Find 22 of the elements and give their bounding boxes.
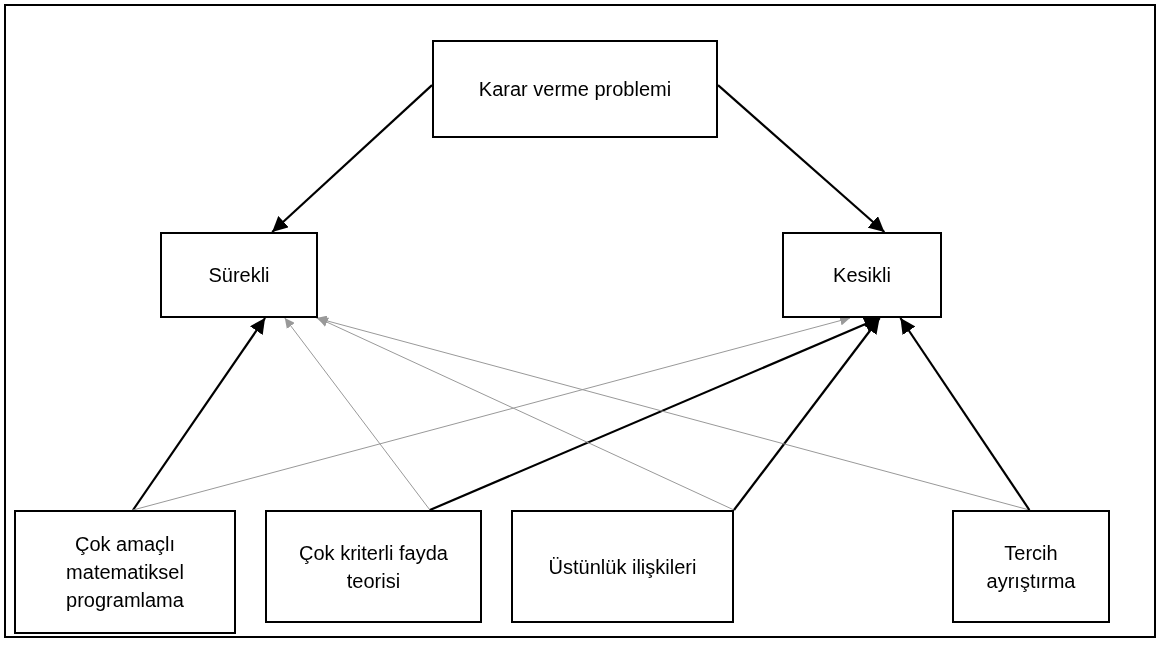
arrow: [284, 317, 431, 511]
process-box: [265, 510, 482, 623]
arrow: [315, 315, 1030, 511]
node-label: Çok kriterli fayda teorisi: [298, 540, 449, 594]
node-label: Üstünlük ilişkileri: [548, 554, 697, 580]
process-box: [952, 510, 1110, 623]
node-label: Karar verme problemi: [478, 77, 672, 102]
node-label: Kesikli: [833, 263, 891, 288]
arrow: [717, 84, 886, 233]
process-box: [511, 510, 734, 623]
arrow: [429, 316, 881, 511]
process-box: [432, 40, 718, 138]
process-box: [14, 510, 236, 634]
node-label: Çok amaçlı matematiksel programlama: [65, 532, 185, 613]
arrow: [132, 317, 266, 511]
node-label: Tercih ayrıştırma: [985, 540, 1077, 594]
process-box: [160, 232, 318, 318]
arrow: [899, 317, 1031, 511]
arrow: [271, 84, 433, 233]
node-label: Sürekli: [208, 263, 270, 288]
process-box: [782, 232, 942, 318]
arrow: [733, 317, 881, 511]
